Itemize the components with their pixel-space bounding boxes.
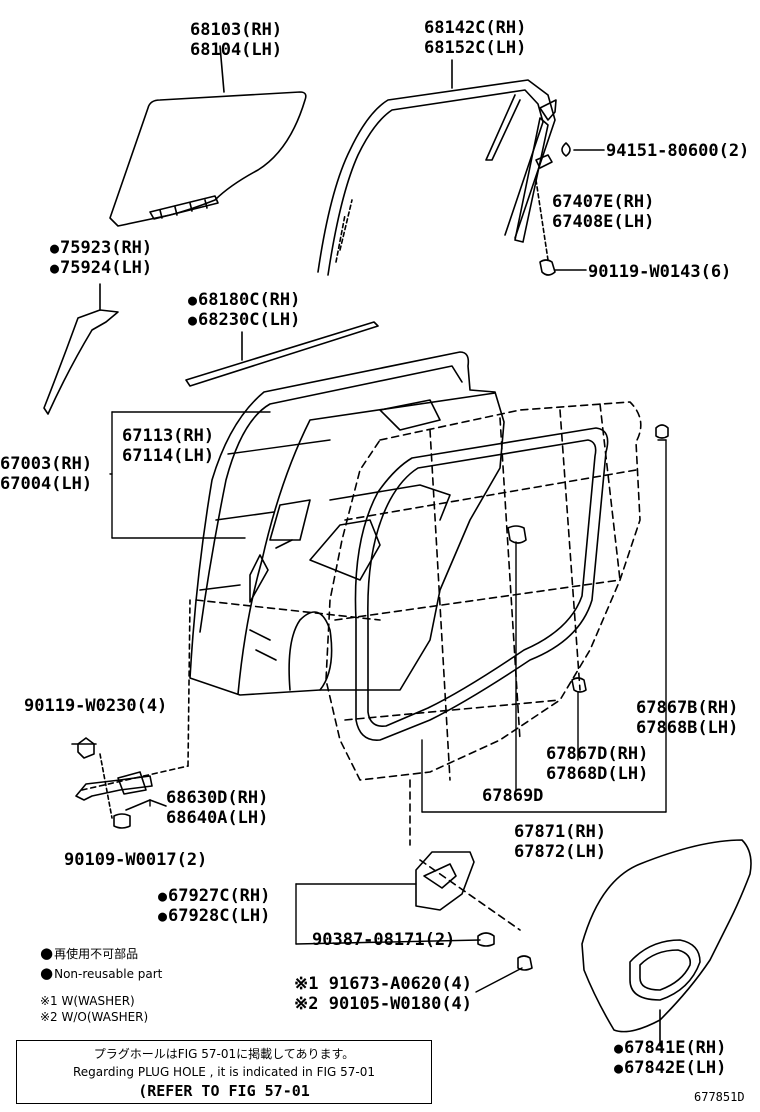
note-en: Regarding PLUG HOLE , it is indicated in… [72, 1065, 376, 1079]
label-68104: 68104(LH) [190, 40, 283, 60]
belt-weatherstrip-drawing [185, 321, 379, 387]
label-67869d: 67869D [482, 786, 544, 806]
label-68180c: 68180C(RH) [188, 290, 300, 310]
label-90387: 90387-08171(2) [312, 930, 456, 950]
label-68103: 68103(RH) [190, 20, 283, 40]
legend-nonreusable-jp: 再使用不可部品 [40, 946, 138, 962]
label-67868b: 67868B(LH) [636, 718, 739, 738]
label-75923: 75923(RH) [50, 238, 152, 258]
label-91673: 91673-A0620(4) [328, 974, 473, 994]
label-67842e: 67842E(LH) [614, 1058, 726, 1078]
label-90119-w0143: 90119-W0143(6) [588, 262, 732, 282]
label-67868d: 67868D(LH) [546, 764, 649, 784]
label-90105-row: ※2 90105-W0180(4) [294, 994, 472, 1014]
legend-nonreusable-en: Non-reusable part [40, 966, 162, 982]
clip-drawings [507, 424, 669, 693]
door-check-drawing [75, 599, 191, 829]
mark-star1: ※1 [294, 974, 319, 994]
label-67928c: 67928C(LH) [158, 906, 270, 926]
label-67927c: 67927C(RH) [158, 886, 270, 906]
garnish-drawing [43, 283, 119, 415]
inner-trim-drawing [581, 839, 752, 1047]
label-75924: 75924(LH) [50, 258, 152, 278]
plug-hole-note: プラグホールはFIG 57-01に掲載してあります。 Regarding PLU… [16, 1040, 432, 1104]
mark-star2: ※2 [294, 994, 319, 1014]
legend-washer1: ※1 W(WASHER) [40, 994, 135, 1008]
note-jp: プラグホールはFIG 57-01に掲載してあります。 [93, 1047, 355, 1061]
label-67867d: 67867D(RH) [546, 744, 649, 764]
label-90105: 90105-W0180(4) [328, 994, 473, 1014]
label-68230c: 68230C(LH) [188, 310, 300, 330]
door-weatherstrip-drawing [354, 427, 609, 741]
leader-lines [109, 411, 667, 993]
label-90109: 90109-W0017(2) [64, 850, 208, 870]
label-94151: 94151-80600(2) [606, 141, 750, 161]
label-67841e: 67841E(RH) [614, 1038, 726, 1058]
door-glass-drawing [109, 45, 307, 227]
label-67867b: 67867B(RH) [636, 698, 739, 718]
run-channel-drawing [317, 59, 556, 276]
label-91673-row: ※1 91673-A0620(4) [294, 974, 472, 994]
label-67871: 67871(RH) [514, 822, 607, 842]
division-bar-drawing [514, 99, 605, 276]
figure-code: 677851D [694, 1090, 745, 1104]
label-67407e: 67407E(RH) [552, 192, 655, 212]
label-68152c: 68152C(LH) [424, 38, 527, 58]
label-67004: 67004(LH) [0, 474, 93, 494]
label-67114: 67114(LH) [122, 446, 215, 466]
label-67872: 67872(LH) [514, 842, 607, 862]
label-67113: 67113(RH) [122, 426, 215, 446]
label-90119-w0230: 90119-W0230(4) [24, 696, 168, 716]
label-67408e: 67408E(LH) [552, 212, 655, 232]
label-68142c: 68142C(RH) [424, 18, 527, 38]
service-hole-cover-drawing [195, 401, 642, 931]
label-68640a: 68640A(LH) [166, 808, 269, 828]
legend-washer2: ※2 W/O(WASHER) [40, 1010, 149, 1024]
label-68630d: 68630D(RH) [166, 788, 269, 808]
label-67003: 67003(RH) [0, 454, 93, 474]
note-ref: (REFER TO FIG 57-01 [138, 1082, 310, 1100]
